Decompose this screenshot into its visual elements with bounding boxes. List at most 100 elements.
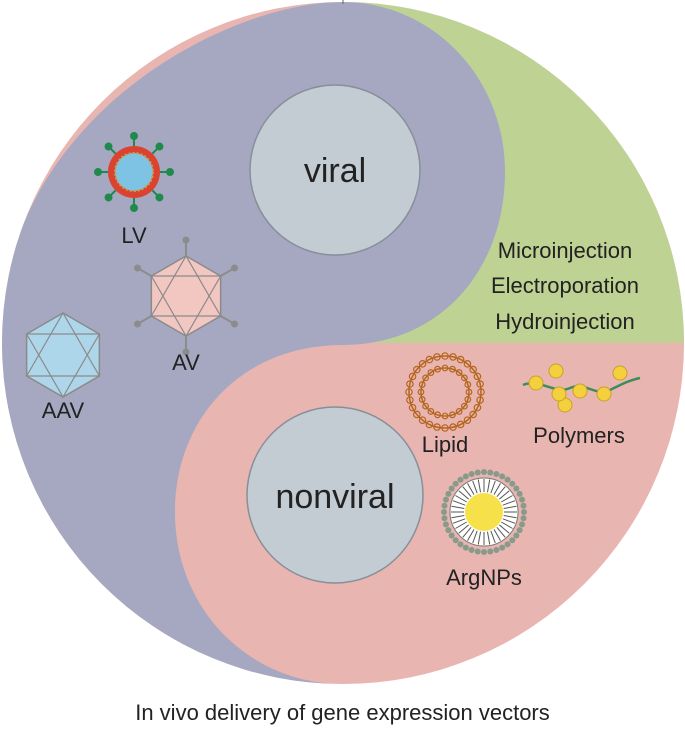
polymer-bead bbox=[596, 386, 612, 402]
argnp-surface-bead bbox=[474, 469, 481, 476]
lv-spike-tip bbox=[166, 168, 174, 176]
argnp-surface-bead bbox=[474, 548, 481, 555]
argnp-surface-bead bbox=[516, 490, 523, 497]
argnp-ligand bbox=[498, 490, 510, 500]
argnp-surface-bead bbox=[513, 485, 520, 492]
argnp-ligand bbox=[502, 500, 516, 506]
av-fiber-knob bbox=[230, 264, 238, 272]
lipid-head bbox=[461, 402, 468, 410]
argnp-surface-bead bbox=[481, 549, 487, 555]
lipid-head bbox=[406, 380, 414, 388]
polymer-chain-icon bbox=[522, 363, 641, 413]
argnp-surface-bead bbox=[442, 496, 449, 503]
argnp-surface-bead bbox=[513, 532, 520, 539]
lipid-head bbox=[449, 423, 457, 431]
argnp-surface-bead bbox=[521, 509, 527, 515]
lipid-head bbox=[455, 369, 463, 376]
lipid-head bbox=[461, 374, 468, 382]
polymer-bead bbox=[612, 365, 628, 381]
argnp-surface-bead bbox=[516, 527, 523, 534]
lipid-head bbox=[456, 420, 465, 429]
argnp-surface-bead bbox=[519, 521, 526, 528]
argnp-ligand bbox=[472, 530, 478, 544]
lv-spike-tip bbox=[130, 132, 138, 140]
method-electroporation: Electroporation bbox=[491, 273, 639, 298]
lipid-head bbox=[425, 420, 434, 429]
argnp-surface-bead bbox=[457, 541, 464, 548]
av-fiber-knob bbox=[134, 264, 142, 272]
argnp-ligand bbox=[493, 529, 501, 541]
av-label: AV bbox=[172, 350, 200, 375]
argnp-ligand bbox=[458, 490, 470, 500]
lipid-head bbox=[473, 403, 482, 412]
argnp-ligand bbox=[490, 480, 496, 494]
lipid-head bbox=[449, 411, 456, 419]
av-facet bbox=[150, 254, 222, 317]
av-fiber-knob bbox=[134, 320, 142, 328]
lv-spike-tip bbox=[130, 204, 138, 212]
argnp-ligand bbox=[455, 495, 467, 503]
lv-spike-tip bbox=[94, 168, 102, 176]
lv-spike-tip bbox=[104, 142, 113, 151]
lipid-head bbox=[413, 410, 421, 419]
argnp-ligand bbox=[455, 521, 467, 529]
argnp-ligand bbox=[490, 530, 496, 544]
lipid-head bbox=[463, 416, 472, 424]
argnp-surface-bead bbox=[499, 544, 506, 551]
polymer-bead bbox=[551, 386, 567, 402]
argnp-ligand bbox=[452, 500, 466, 506]
argnp-ligand bbox=[467, 483, 475, 495]
argnp-ligand bbox=[451, 505, 465, 510]
argnp-surface-bead bbox=[520, 502, 527, 509]
lipid-head bbox=[433, 423, 441, 431]
lipid-head bbox=[449, 365, 456, 373]
polymer-bead bbox=[572, 383, 588, 399]
aav-label: AAV bbox=[42, 398, 85, 423]
polymer-backbone bbox=[522, 376, 641, 393]
argnp-surface-bead bbox=[468, 547, 475, 554]
lipid-head bbox=[418, 360, 427, 368]
lipid-head bbox=[422, 402, 429, 410]
argnp-surface-bead bbox=[448, 532, 455, 539]
argnp-surface-bead bbox=[487, 548, 494, 555]
argnp-surface-bead bbox=[493, 547, 500, 554]
lipid-head bbox=[441, 364, 449, 372]
argnp-surface-bead bbox=[441, 502, 448, 509]
lv-spike-tip bbox=[155, 142, 164, 151]
lipid-head bbox=[434, 365, 441, 373]
argnp-surface-bead bbox=[445, 527, 452, 534]
lipid-head bbox=[406, 396, 414, 404]
argnp-ligand bbox=[502, 518, 516, 524]
argnp-surface-bead bbox=[441, 509, 447, 515]
argnp-surface-bead bbox=[481, 469, 487, 475]
argnp-ligand bbox=[458, 524, 470, 534]
argnp-surface-bead bbox=[519, 496, 526, 503]
argnp-surface-bead bbox=[441, 515, 448, 522]
argnp-ligand bbox=[496, 486, 506, 498]
lipid-head bbox=[477, 388, 485, 396]
method-microinjection: Microinjection bbox=[498, 238, 633, 263]
lipid-head bbox=[465, 388, 473, 396]
lipid-head bbox=[408, 403, 417, 412]
nonviral-center-label: nonviral bbox=[275, 478, 394, 516]
argnp-surface-bead bbox=[442, 521, 449, 528]
argnp-surface-bead bbox=[509, 537, 516, 544]
lipid-head bbox=[441, 352, 449, 360]
lipid-head bbox=[427, 408, 435, 415]
argnp-ligand bbox=[486, 479, 491, 493]
argnp-surface-bead bbox=[487, 469, 494, 476]
argnp-ligand bbox=[451, 514, 465, 519]
polymers-label: Polymers bbox=[533, 423, 625, 448]
argnp-ligand bbox=[462, 526, 472, 538]
polymer-bead bbox=[548, 363, 564, 379]
argnp-ligand bbox=[501, 521, 513, 529]
lipid-head bbox=[455, 408, 463, 415]
lv-spike-tip bbox=[155, 193, 164, 202]
lipid-head bbox=[469, 365, 477, 374]
argnp-ligand bbox=[496, 526, 506, 538]
lipid-head bbox=[418, 381, 426, 388]
lipid-label: Lipid bbox=[422, 432, 468, 457]
argnp-surface-bead bbox=[445, 490, 452, 497]
argnp-ligand bbox=[477, 531, 482, 545]
argnp-surface-bead bbox=[504, 541, 511, 548]
